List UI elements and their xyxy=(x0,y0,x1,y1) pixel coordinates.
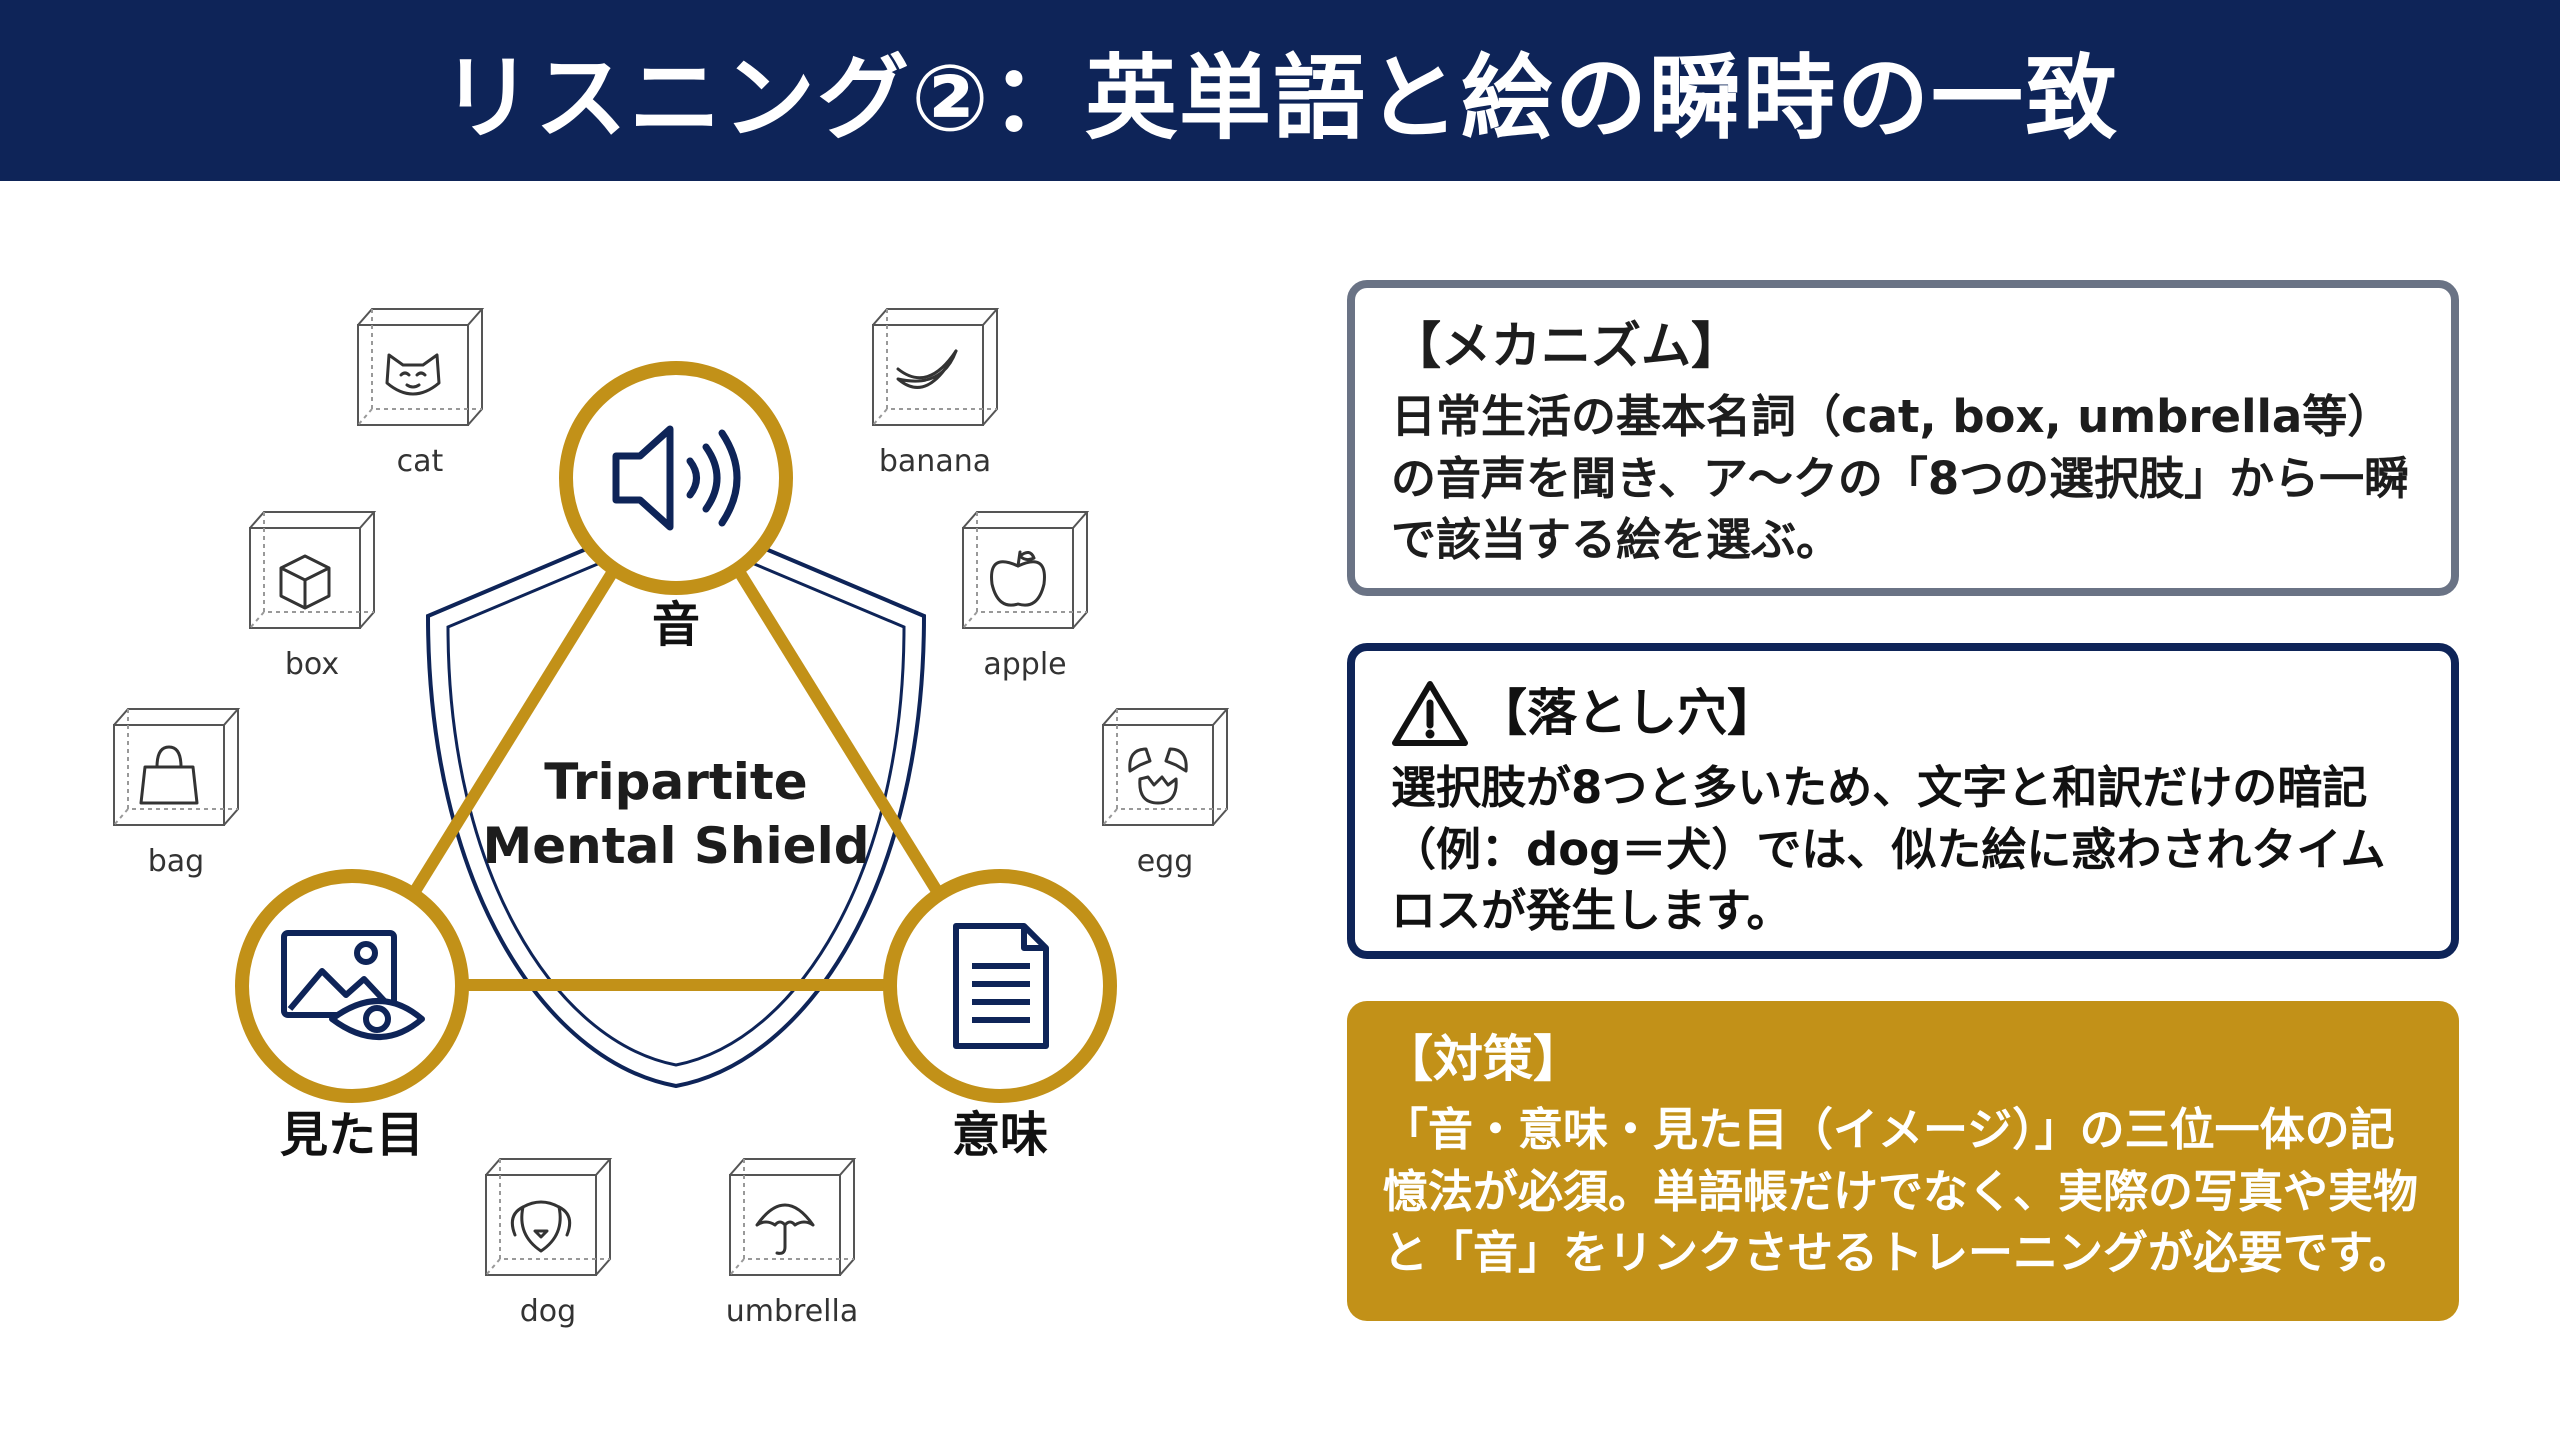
node-meaning: 意味 xyxy=(883,869,1117,1163)
item-label-banana: banana xyxy=(879,444,991,479)
node-label-meaning: 意味 xyxy=(952,1107,1048,1163)
item-apple: apple xyxy=(962,511,1090,682)
node-label-sound: 音 xyxy=(652,597,700,653)
item-label-box: box xyxy=(285,647,339,682)
page-title: リスニング②：英単語と絵の瞬時の一致 xyxy=(441,45,2119,152)
item-bag: bag xyxy=(113,708,241,879)
image-eye-icon xyxy=(281,930,425,1040)
bag-icon xyxy=(139,745,199,805)
cube-icon xyxy=(485,1158,613,1276)
mechanism-body: 日常生活の基本名詞（cat, box, umbrella等）の音声を聞き、ア～ク… xyxy=(1391,390,2410,567)
cube-icon xyxy=(872,308,1000,426)
item-label-bag: bag xyxy=(148,844,204,879)
node-sound: 音 xyxy=(559,361,793,653)
node-label-look: 見た目 xyxy=(280,1107,424,1163)
apple-icon xyxy=(990,550,1046,607)
pitfall-panel: 【落とし穴】 選択肢が8つと多いため、文字と和訳だけの暗記（例：dog＝犬）では… xyxy=(1347,643,2459,959)
mechanism-panel: 【メカニズム】 日常生活の基本名詞（cat, box, umbrella等）の音… xyxy=(1347,280,2459,596)
item-label-apple: apple xyxy=(983,647,1066,682)
shield-label-line1: Tripartite xyxy=(544,753,807,811)
item-box: box xyxy=(249,511,377,682)
item-label-umbrella: umbrella xyxy=(726,1294,858,1329)
umbrella-icon xyxy=(755,1203,815,1255)
cube-icon xyxy=(1102,708,1230,826)
pitfall-body: 選択肢が8つと多いため、文字と和訳だけの暗記（例：dog＝犬）では、似た絵に惑わ… xyxy=(1391,761,2386,938)
tripartite-diagram: Tripartite Mental Shield 音 見た目 xyxy=(113,308,1230,1329)
item-boxes: cat banana box apple bag egg dog umbrella xyxy=(113,308,1230,1329)
item-umbrella: umbrella xyxy=(726,1158,858,1329)
box-icon xyxy=(279,554,331,610)
banana-icon xyxy=(896,349,958,389)
cube-icon xyxy=(113,708,241,826)
header-bar: リスニング②：英単語と絵の瞬時の一致 xyxy=(0,0,2560,181)
warning-icon xyxy=(1392,681,1468,746)
shield-label-line2: Mental Shield xyxy=(482,817,869,875)
item-cat: cat xyxy=(357,308,485,479)
countermeasure-title: 【対策】 xyxy=(1383,1030,1583,1088)
document-icon xyxy=(953,923,1049,1049)
item-label-dog: dog xyxy=(520,1294,576,1329)
cube-icon xyxy=(249,511,377,629)
cube-icon xyxy=(729,1158,857,1276)
countermeasure-panel: 【対策】 「音・意味・見た目（イメージ）」の三位一体の記憶法が必須。単語帳だけで… xyxy=(1347,1001,2459,1321)
node-look: 見た目 xyxy=(235,869,469,1163)
pitfall-title: 【落とし穴】 xyxy=(1477,684,1777,742)
mechanism-title: 【メカニズム】 xyxy=(1391,317,1741,375)
cube-icon xyxy=(962,511,1090,629)
speaker-icon xyxy=(612,425,741,531)
shield-icon xyxy=(425,508,927,1089)
item-egg: egg xyxy=(1102,708,1230,879)
countermeasure-body: 「音・意味・見た目（イメージ）」の三位一体の記憶法が必須。単語帳だけでなく、実際… xyxy=(1383,1103,2419,1280)
cat-icon xyxy=(385,353,441,396)
connector-triangle xyxy=(406,569,946,991)
egg-icon xyxy=(1128,747,1188,805)
item-dog: dog xyxy=(485,1158,613,1329)
item-banana: banana xyxy=(872,308,1000,479)
item-label-egg: egg xyxy=(1137,844,1194,879)
cube-icon xyxy=(357,308,485,426)
dog-icon xyxy=(510,1200,572,1253)
item-label-cat: cat xyxy=(397,444,444,479)
